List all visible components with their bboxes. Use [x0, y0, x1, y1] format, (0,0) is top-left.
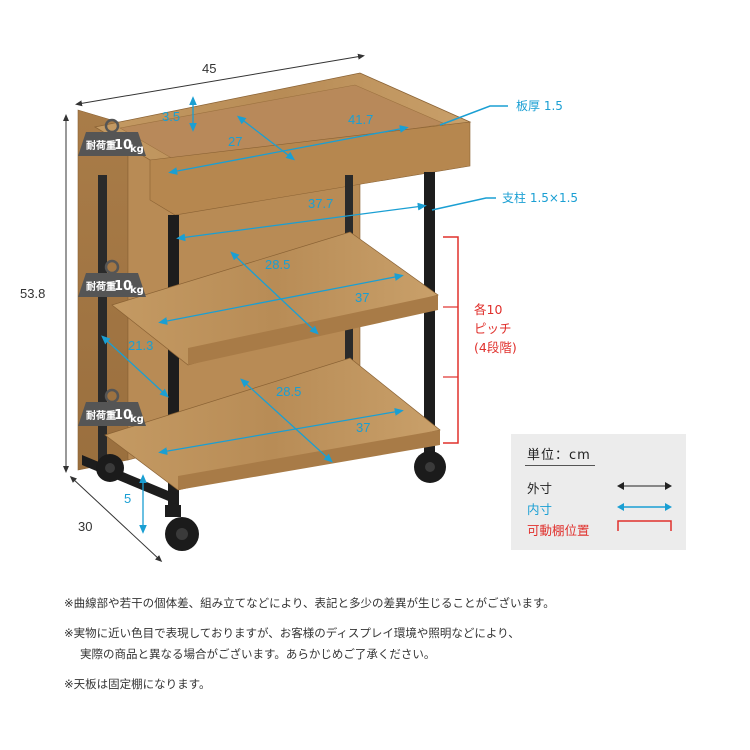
top-rim-depth-label: 3.5 [162, 109, 180, 124]
weight-badge-middle: 耐荷重 10 kg [78, 259, 146, 297]
legend-outer-arrow-icon [617, 482, 672, 490]
svg-text:kg: kg [130, 144, 144, 155]
note-2: ※実物に近い色目で表現しておりますが、お客様のディスプレイ環境や照明などにより、 [64, 626, 520, 640]
depth-dimension-line [69, 475, 163, 563]
width-dimension-line [75, 53, 365, 107]
front-right-leg [424, 172, 435, 457]
legend: 単位：cm 外寸 内寸 可動棚位置 [511, 434, 686, 550]
svg-text:耐荷重: 耐荷重 [86, 280, 116, 293]
depth-label: 30 [78, 519, 92, 534]
pitch-label-3: (4段階) [474, 340, 517, 355]
legend-inner-arrow-icon [617, 503, 672, 511]
svg-text:10: 10 [114, 138, 132, 153]
legend-shelf-bracket-icon [617, 520, 672, 531]
svg-text:10: 10 [114, 279, 132, 294]
frame-inner-width-label: 37.7 [308, 196, 333, 211]
svg-text:kg: kg [130, 285, 144, 296]
top-inner-depth-label: 27 [228, 134, 242, 149]
legend-title: 単位：cm [527, 448, 591, 463]
callouts: 板厚 1.5 支柱 1.5×1.5 各10 ピッチ (4段階) [431, 99, 578, 444]
back-left-leg [98, 175, 107, 475]
floor-clearance-label: 5 [124, 491, 131, 506]
weight-badge-top: 耐荷重 10 kg [78, 118, 146, 156]
post-callout: 支柱 1.5×1.5 [502, 190, 578, 205]
caster-front-left [165, 505, 199, 551]
shelf1-depth-label: 28.5 [265, 257, 290, 272]
height-label: 53.8 [20, 286, 45, 301]
shelf1-width-label: 37 [355, 290, 369, 305]
caster-front-right [414, 451, 446, 483]
caster-back-left [96, 454, 124, 482]
top-inner-width-label: 41.7 [348, 112, 373, 127]
legend-divider [525, 465, 595, 466]
svg-text:10: 10 [114, 408, 132, 423]
legend-shelf-label: 可動棚位置 [527, 523, 590, 538]
notes: ※曲線部や若干の個体差、組み立てなどにより、表記と多少の差異が生じることがござい… [64, 593, 744, 695]
legend-inner-label: 内寸 [527, 502, 553, 517]
note-3: ※天板は固定棚になります。 [64, 677, 211, 691]
note-2-continued: 実際の商品と異なる場合がございます。あらかじめご了承ください。 [80, 647, 436, 661]
pitch-label-2: ピッチ [474, 321, 512, 336]
legend-outer-label: 外寸 [527, 481, 553, 496]
shelf2-width-label: 37 [356, 420, 370, 435]
note-1: ※曲線部や若干の個体差、組み立てなどにより、表記と多少の差異が生じることがござい… [64, 596, 555, 610]
front-left-leg [168, 215, 179, 505]
outer-dimensions: 45 53.8 30 [20, 53, 365, 563]
svg-text:kg: kg [130, 414, 144, 425]
shelf2-depth-label: 28.5 [276, 384, 301, 399]
pitch-label-1: 各10 [474, 302, 502, 317]
width-label: 45 [202, 61, 216, 76]
board-thickness-callout: 板厚 1.5 [516, 99, 563, 113]
svg-text:耐荷重: 耐荷重 [86, 409, 116, 422]
shelf-pitch-bracket [443, 236, 459, 444]
side-depth-label: 21.3 [128, 338, 153, 353]
svg-text:耐荷重: 耐荷重 [86, 139, 116, 152]
weight-badge-bottom: 耐荷重 10 kg [78, 388, 146, 426]
inner-dimensions: 3.5 27 41.7 37.7 28.5 37 21.3 28.5 37 5 [101, 96, 427, 534]
